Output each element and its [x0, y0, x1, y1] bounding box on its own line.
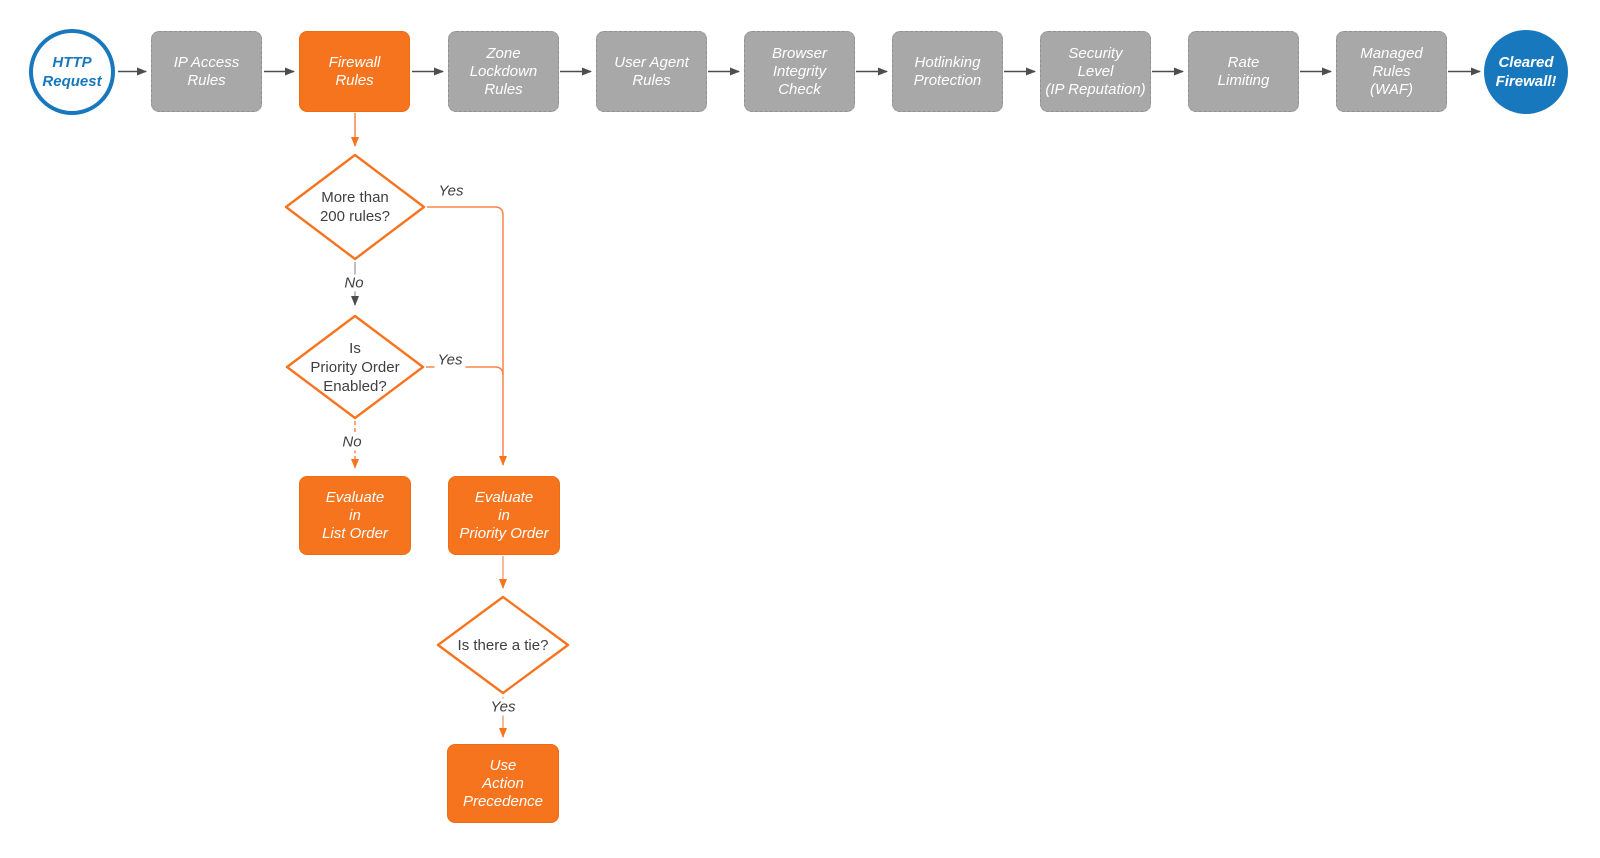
stage-label: Managed Rules (WAF)	[1360, 44, 1423, 98]
edge-label-d3-yes: Yes	[487, 698, 519, 716]
diamond-shape	[284, 153, 426, 261]
node-managed-rules-waf: Managed Rules (WAF)	[1336, 31, 1447, 112]
action-label: Evaluate in Priority Order	[459, 488, 549, 542]
node-hotlinking-protection: Hotlinking Protection	[892, 31, 1003, 112]
stage-label: IP Access Rules	[173, 53, 240, 89]
wire-decision2-yes-join	[426, 366, 504, 376]
edge-label-d1-yes: Yes	[435, 182, 467, 200]
wire-decision1-yes-to-priority-order	[427, 206, 507, 466]
decision-is-there-a-tie: Is there a tie?	[435, 595, 571, 695]
decision-priority-order-enabled: Is Priority Order Enabled?	[284, 314, 426, 420]
node-rate-limiting: Rate Limiting	[1188, 31, 1299, 112]
node-browser-integrity-check: Browser Integrity Check	[744, 31, 855, 112]
decision-more-than-200-rules: More than 200 rules?	[283, 153, 427, 261]
node-cleared-firewall: Cleared Firewall!	[1484, 30, 1568, 114]
decision-label: More than 200 rules?	[319, 189, 391, 225]
stage-label: Firewall Rules	[328, 53, 381, 89]
cleared-firewall-label: Cleared Firewall!	[1495, 54, 1557, 90]
node-evaluate-list-order: Evaluate in List Order	[299, 476, 411, 555]
stage-label: Rate Limiting	[1217, 53, 1270, 89]
node-security-level: Security Level (IP Reputation)	[1040, 31, 1151, 112]
decision-label: Is there a tie?	[457, 636, 549, 654]
node-zone-lockdown-rules: Zone Lockdown Rules	[448, 31, 559, 112]
decision-label: Is Priority Order Enabled?	[310, 339, 400, 395]
stage-label: Security Level (IP Reputation)	[1045, 44, 1146, 98]
stage-label: User Agent Rules	[614, 53, 689, 89]
edge-label-d2-yes: Yes	[434, 351, 466, 369]
stage-label: Hotlinking Protection	[913, 53, 982, 89]
stage-label: Browser Integrity Check	[771, 44, 827, 98]
node-firewall-rules: Firewall Rules	[299, 31, 410, 112]
edge-label-d2-no: No	[339, 433, 365, 451]
node-use-action-precedence: Use Action Precedence	[447, 744, 559, 823]
action-label: Evaluate in List Order	[322, 488, 388, 542]
node-ip-access-rules: IP Access Rules	[151, 31, 262, 112]
diamond-shape	[436, 595, 570, 695]
node-http-request: HTTP Request	[29, 29, 115, 115]
edge-label-d1-no: No	[341, 274, 367, 292]
node-user-agent-rules: User Agent Rules	[596, 31, 707, 112]
action-label: Use Action Precedence	[462, 756, 544, 810]
diamond-shape	[285, 314, 425, 420]
stage-label: Zone Lockdown Rules	[469, 44, 538, 98]
http-request-label: HTTP Request	[42, 54, 102, 90]
node-evaluate-priority-order: Evaluate in Priority Order	[448, 476, 560, 555]
